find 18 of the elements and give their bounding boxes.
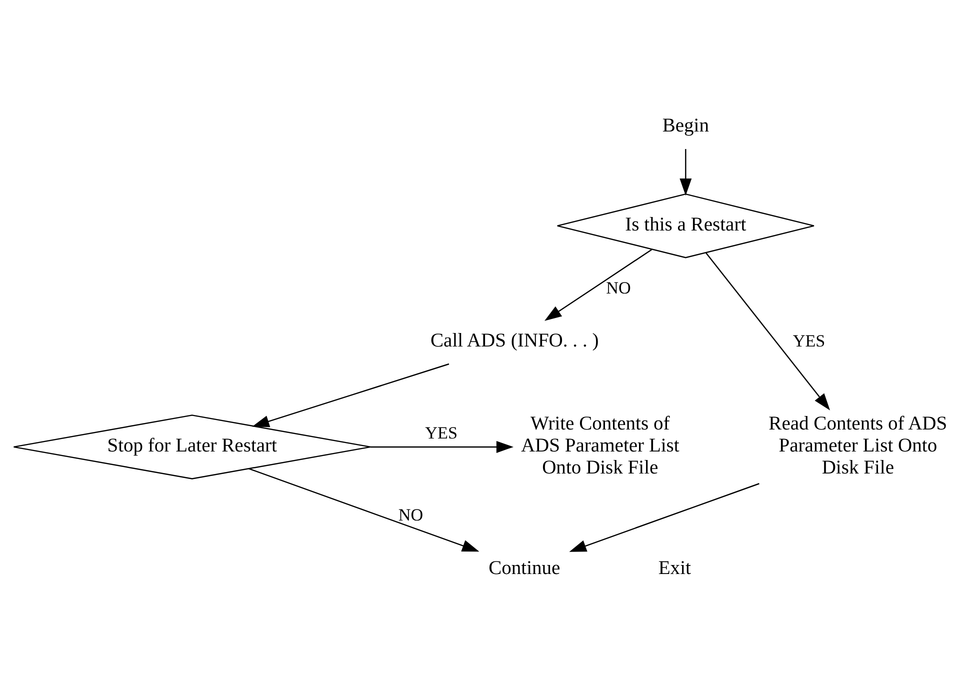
- arrow: [370, 440, 514, 453]
- arrow: [248, 468, 480, 552]
- arrow: [544, 248, 652, 321]
- edge-label: NO: [606, 278, 631, 298]
- arrow: [706, 252, 830, 410]
- node-diamond: Is this a Restart: [556, 193, 815, 258]
- node-text: Write Contents of ADS Parameter List Onto Disk File: [520, 414, 680, 479]
- node-text: Read Contents of ADS Parameter List Onto Disk File: [768, 414, 948, 479]
- edge-label: YES: [425, 424, 458, 443]
- node-text: Begin: [662, 116, 709, 137]
- arrow: [680, 149, 692, 196]
- arrow: [569, 483, 760, 552]
- edge-label: YES: [792, 331, 826, 350]
- node-text: Exit: [658, 558, 691, 579]
- edge-label: NO: [398, 506, 424, 524]
- arrow: [252, 363, 450, 428]
- node-text: Call ADS (INFO. . . ): [430, 330, 599, 352]
- node-text: Continue: [488, 558, 560, 579]
